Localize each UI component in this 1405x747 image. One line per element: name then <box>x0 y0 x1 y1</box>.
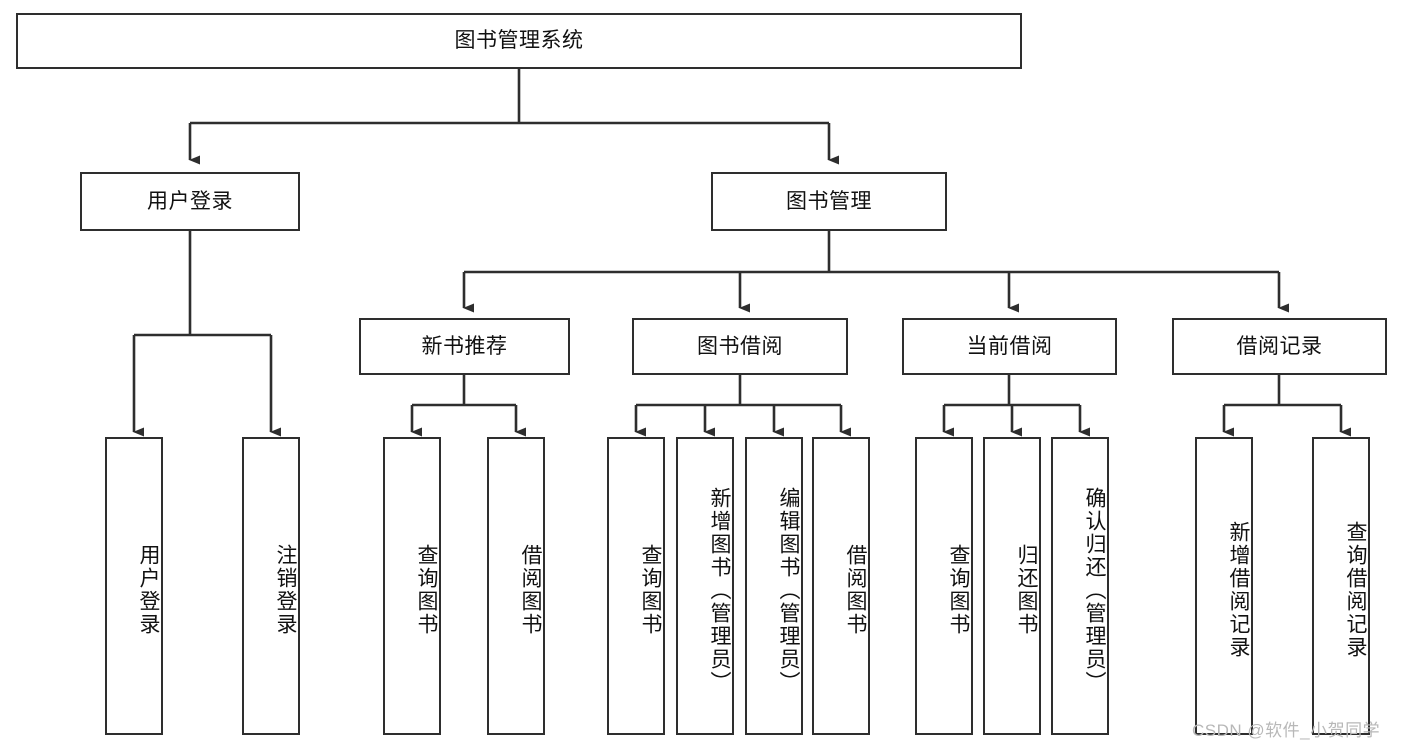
node-label: 用户登录 <box>147 189 233 213</box>
node-book-management[interactable]: 图书管理 <box>711 172 947 231</box>
node-label: 借阅记录 <box>1236 334 1323 358</box>
leaf-add-book-admin[interactable]: 新增图书（管理员） <box>676 437 734 735</box>
leaf-logout-login[interactable]: 注销登录 <box>242 437 300 735</box>
leaf-confirm-return-admin[interactable]: 确认归还（管理员） <box>1051 437 1109 735</box>
leaf-user-login[interactable]: 用户登录 <box>105 437 163 735</box>
node-user-login[interactable]: 用户登录 <box>80 172 300 231</box>
node-label: 归还图书 <box>1015 544 1038 636</box>
node-borrow-record[interactable]: 借阅记录 <box>1172 318 1387 375</box>
node-label: 编辑图书（管理员） <box>777 486 800 694</box>
node-current-borrow[interactable]: 当前借阅 <box>902 318 1117 375</box>
leaf-add-borrow-record[interactable]: 新增借阅记录 <box>1195 437 1253 735</box>
node-label: 查询图书 <box>639 544 662 636</box>
csdn-watermark: CSDN @软件_小贺同学 <box>1192 721 1381 740</box>
node-label: 新增借阅记录 <box>1227 521 1250 659</box>
node-label: 借阅图书 <box>519 544 542 636</box>
node-root-book-management-system[interactable]: 图书管理系统 <box>16 13 1022 69</box>
leaf-borrow-book-new-recommend[interactable]: 借阅图书 <box>487 437 545 735</box>
node-label: 借阅图书 <box>844 544 867 636</box>
node-book-borrow[interactable]: 图书借阅 <box>632 318 848 375</box>
leaf-edit-book-admin[interactable]: 编辑图书（管理员） <box>745 437 803 735</box>
node-label: 图书管理 <box>786 189 872 213</box>
leaf-query-book-borrow[interactable]: 查询图书 <box>607 437 665 735</box>
node-label: 注销登录 <box>274 544 297 636</box>
node-label: 用户登录 <box>137 544 160 636</box>
node-label: 当前借阅 <box>966 334 1053 358</box>
node-label: 新书推荐 <box>421 334 508 358</box>
node-label: 图书借阅 <box>697 334 783 358</box>
node-new-book-recommend[interactable]: 新书推荐 <box>359 318 570 375</box>
leaf-query-book-new-recommend[interactable]: 查询图书 <box>383 437 441 735</box>
leaf-borrow-book-borrow[interactable]: 借阅图书 <box>812 437 870 735</box>
node-label: 查询图书 <box>947 544 970 636</box>
node-label: 查询借阅记录 <box>1344 521 1367 659</box>
leaf-return-book[interactable]: 归还图书 <box>983 437 1041 735</box>
leaf-query-borrow-record[interactable]: 查询借阅记录 <box>1312 437 1370 735</box>
leaf-query-book-current[interactable]: 查询图书 <box>915 437 973 735</box>
node-label: 图书管理系统 <box>454 29 584 53</box>
node-label: 确认归还（管理员） <box>1083 486 1106 694</box>
node-label: 查询图书 <box>415 544 438 636</box>
node-label: 新增图书（管理员） <box>708 486 731 694</box>
